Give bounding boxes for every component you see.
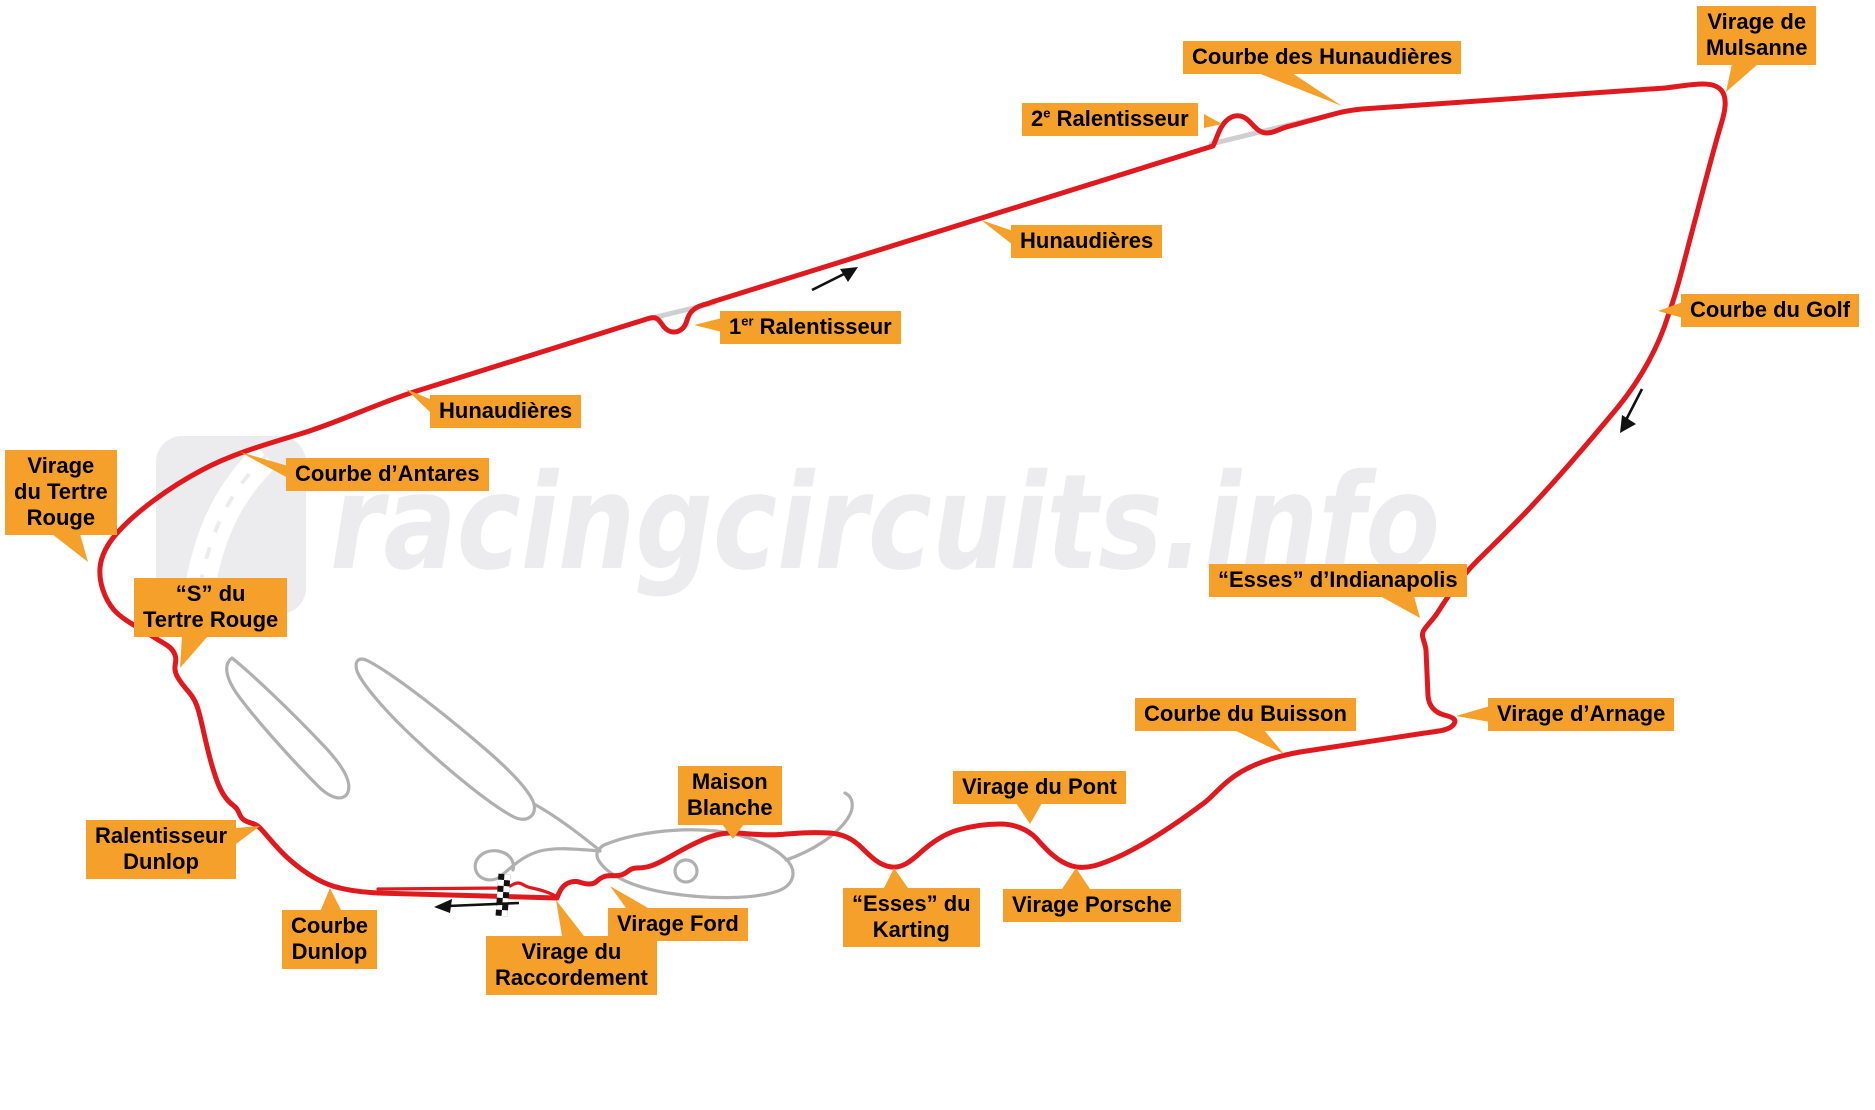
label-courbe-du-golf: Courbe du Golf bbox=[1681, 294, 1860, 327]
label-courbe-du-buisson: Courbe du Buisson bbox=[1135, 698, 1356, 731]
direction-arrow-hunaudieres bbox=[811, 267, 858, 292]
label-virage-de-mulsanne: Virage de Mulsanne bbox=[1697, 6, 1817, 65]
direction-arrow-start-straight bbox=[434, 899, 520, 913]
label-s-du-tertre-rouge: “S” du Tertre Rouge bbox=[134, 578, 288, 637]
label-2e-ralentisseur: 2e Ralentisseur bbox=[1022, 103, 1198, 136]
label-ralentisseur-dunlop: Ralentisseur Dunlop bbox=[86, 820, 237, 879]
label-virage-du-raccordement: Virage du Raccordement bbox=[486, 936, 657, 995]
label-esses-d-indianapolis: “Esses” d’Indianapolis bbox=[1209, 564, 1467, 597]
label-hunaudieres-upper: Hunaudières bbox=[1011, 225, 1163, 258]
label-courbe-dunlop: Courbe Dunlop bbox=[282, 910, 377, 969]
label-tails bbox=[52, 64, 1758, 936]
label-virage-d-arnage: Virage d’Arnage bbox=[1488, 698, 1675, 731]
label-1er-ralentisseur: 1er Ralentisseur bbox=[720, 311, 901, 344]
label-maison-blanche: Maison Blanche bbox=[678, 766, 782, 825]
label-virage-ford: Virage Ford bbox=[608, 908, 748, 941]
label-virage-du-tertre-rouge: Virage du Tertre Rouge bbox=[5, 450, 117, 535]
start-finish-checkered-flag bbox=[495, 873, 511, 917]
label-courbe-d-antares: Courbe d’Antares bbox=[286, 458, 489, 491]
label-courbe-des-hunaudieres: Courbe des Hunaudières bbox=[1183, 41, 1462, 74]
label-virage-porsche: Virage Porsche bbox=[1003, 889, 1181, 922]
label-virage-du-pont: Virage du Pont bbox=[953, 771, 1126, 804]
direction-arrow-golf bbox=[1620, 388, 1644, 433]
pit-lane-line bbox=[376, 881, 558, 898]
label-esses-du-karting: “Esses” du Karting bbox=[843, 888, 980, 947]
label-hunaudieres-lower: Hunaudières bbox=[430, 395, 582, 428]
bugatti-circuit bbox=[225, 656, 854, 900]
